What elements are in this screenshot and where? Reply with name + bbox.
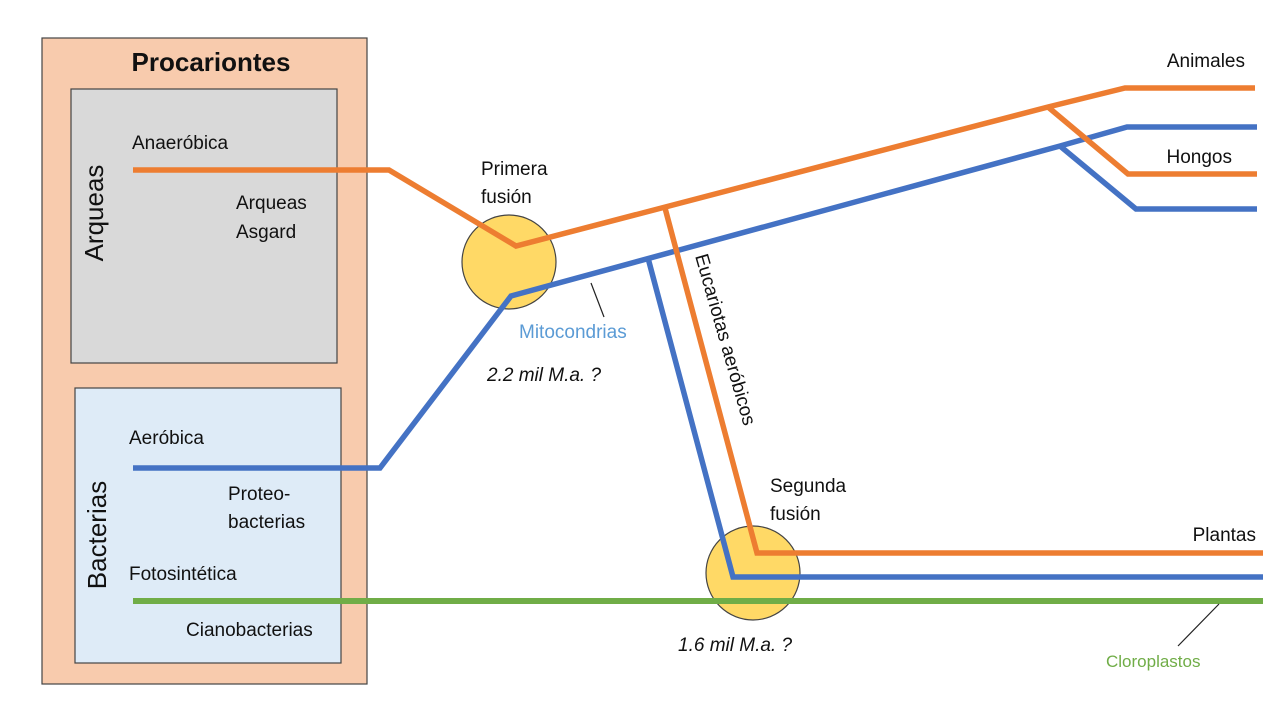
time-second-fusion: 1.6 mil M.a. ? bbox=[678, 635, 792, 656]
bacterias-label: Bacterias bbox=[82, 481, 112, 589]
anaerobic-main-line bbox=[133, 85, 1255, 249]
arqueas-label: Arqueas bbox=[79, 165, 109, 262]
first-fusion-circle bbox=[461, 214, 557, 310]
cloroplastos-callout-line bbox=[1177, 603, 1220, 647]
procariontes-title: Procariontes bbox=[132, 47, 291, 77]
mitocondrias-callout-line bbox=[590, 282, 605, 318]
plantas-label: Plantas bbox=[1193, 525, 1256, 546]
fungi-orange-branch bbox=[1046, 104, 1257, 177]
arqueas-asgard-line1: Arqueas bbox=[236, 193, 307, 214]
plant-blue-branch bbox=[645, 257, 1263, 580]
primera-fusion-line2: fusión bbox=[481, 187, 532, 208]
plant-orange-branch bbox=[662, 207, 1263, 556]
time-first-fusion: 2.2 mil M.a. ? bbox=[486, 365, 601, 386]
aerobic-main-line bbox=[133, 124, 1257, 471]
primera-fusion-line1: Primera bbox=[481, 159, 548, 180]
cianobacterias-label: Cianobacterias bbox=[186, 620, 313, 641]
aerobica-label: Aeróbica bbox=[129, 428, 204, 449]
mitocondrias-label: Mitocondrias bbox=[519, 322, 627, 343]
second-fusion-circle bbox=[705, 525, 801, 621]
arqueas-asgard-line2: Asgard bbox=[236, 222, 296, 243]
segunda-fusion-line2: fusión bbox=[770, 504, 821, 525]
fotosintetica-label: Fotosintética bbox=[129, 564, 237, 585]
animales-label: Animales bbox=[1167, 51, 1245, 72]
proteo-line2: bacterias bbox=[228, 512, 305, 533]
bacteria-box bbox=[74, 387, 342, 664]
cloroplastos-label: Cloroplastos bbox=[1106, 652, 1201, 671]
fungi-blue-branch bbox=[1058, 143, 1257, 212]
hongos-label: Hongos bbox=[1167, 147, 1233, 168]
segunda-fusion-line1: Segunda bbox=[770, 476, 847, 497]
anaerobica-label: Anaeróbica bbox=[132, 133, 229, 154]
proteo-line1: Proteo- bbox=[228, 484, 290, 505]
archaea-box bbox=[70, 88, 338, 364]
